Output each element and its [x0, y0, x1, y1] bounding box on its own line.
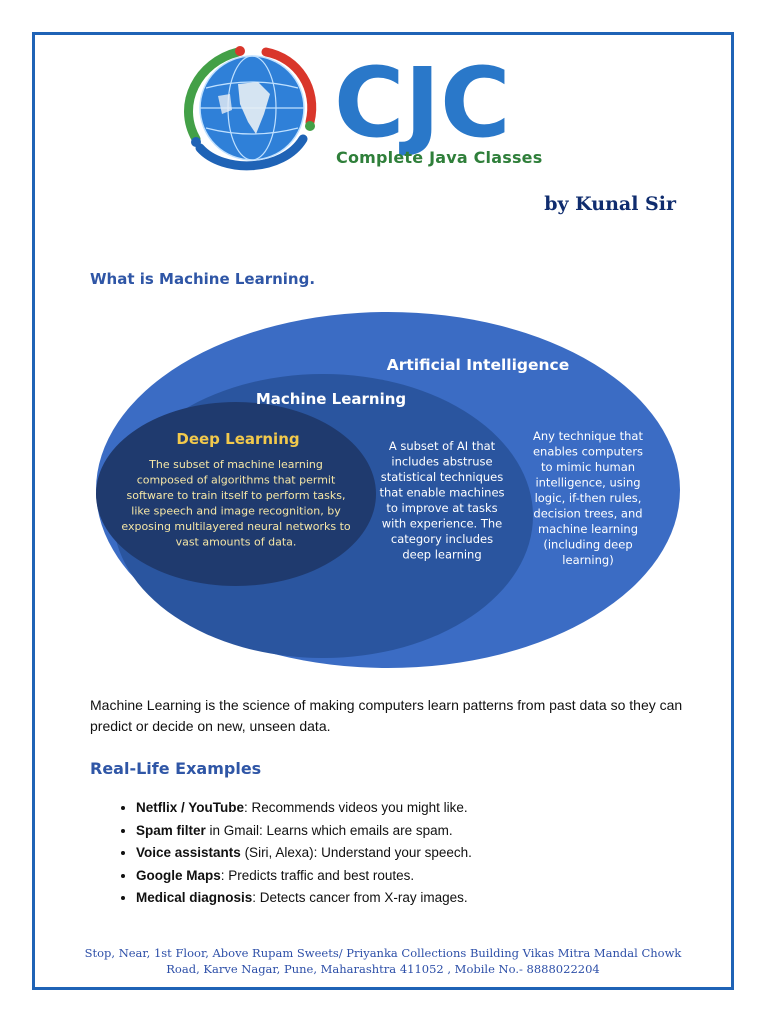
- dl-line: exposing multilayered neural networks to: [121, 520, 350, 533]
- dl-line: composed of algorithms that permit: [137, 474, 336, 487]
- footer-line-1: Stop, Near, 1st Floor, Above Rupam Sweet…: [84, 946, 682, 960]
- list-item: Voice assistants (Siri, Alexa): Understa…: [136, 842, 696, 865]
- ai-ml-dl-diagram: Artificial Intelligence Machine Learning…: [96, 312, 680, 668]
- ml-title: Machine Learning: [256, 390, 406, 408]
- ml-line: A subset of AI that: [389, 439, 496, 453]
- brand-wordmark: CJC: [334, 47, 511, 159]
- ai-line: to mimic human: [541, 460, 635, 474]
- list-item: Google Maps: Predicts traffic and best r…: [136, 865, 696, 888]
- ml-line: category includes: [391, 532, 493, 546]
- ml-definition: Machine Learning is the science of makin…: [90, 697, 683, 734]
- ai-line: intelligence, using: [535, 476, 640, 490]
- ai-line: decision trees, and: [533, 507, 642, 521]
- example-name: Google Maps: [136, 867, 221, 883]
- section-heading-what-is-ml: What is Machine Learning.: [90, 270, 316, 288]
- author-byline: by Kunal Sir: [544, 193, 676, 215]
- ai-line: enables computers: [533, 445, 643, 459]
- cjc-logo: CJC: [184, 46, 511, 171]
- ai-line: Any technique that: [533, 429, 643, 443]
- example-text: : Recommends videos you might like.: [244, 800, 468, 815]
- example-text: : Predicts traffic and best routes.: [220, 867, 415, 883]
- page-border: [32, 32, 734, 990]
- dl-description: The subset of machine learning composed o…: [121, 458, 350, 549]
- dl-line: like speech and image recognition, by: [131, 505, 341, 518]
- ai-line: learning): [562, 553, 613, 567]
- dl-line: vast amounts of data.: [176, 536, 297, 549]
- ml-line: includes abstruse: [391, 455, 492, 469]
- ml-line: to improve at tasks: [386, 501, 497, 515]
- ai-line: logic, if-then rules,: [535, 491, 642, 505]
- example-text: in Gmail: Learns which emails are spam.: [205, 822, 453, 838]
- examples-list: Netflix / YouTube: Recommends videos you…: [112, 797, 696, 910]
- example-name: Medical diagnosis: [136, 890, 253, 905]
- ml-line: statistical techniques: [381, 470, 504, 484]
- ml-line: with experience. The: [382, 517, 503, 531]
- ml-line: deep learning: [402, 548, 481, 562]
- example-text: : Detects cancer from X-ray images.: [252, 890, 468, 905]
- logo-tagline: Complete Java Classes: [336, 148, 543, 167]
- list-item: Medical diagnosis: Detects cancer from X…: [136, 887, 696, 910]
- ai-line: machine learning: [538, 522, 638, 536]
- ml-line: that enable machines: [379, 486, 504, 500]
- ai-title: Artificial Intelligence: [387, 356, 570, 374]
- example-name: Spam filter: [136, 822, 206, 838]
- dl-line: software to train itself to perform task…: [126, 489, 345, 502]
- ai-line: (including deep: [543, 538, 632, 552]
- dl-line: The subset of machine learning: [148, 458, 323, 471]
- dl-title: Deep Learning: [176, 430, 299, 448]
- footer-address: Stop, Near, 1st Floor, Above Rupam Sweet…: [60, 945, 706, 977]
- example-name: Netflix / YouTube: [136, 800, 245, 815]
- example-name: Voice assistants: [136, 845, 241, 860]
- footer-line-2: Road, Karve Nagar, Pune, Maharashtra 411…: [166, 962, 600, 976]
- globe-icon: [184, 46, 317, 171]
- list-item: Netflix / YouTube: Recommends videos you…: [136, 797, 696, 820]
- dl-ellipse: [96, 402, 376, 586]
- section-heading-real-life-examples: Real-Life Examples: [90, 759, 262, 778]
- ml-description: A subset of AI that includes abstrusestat…: [379, 439, 504, 562]
- list-item: Spam filter in Gmail: Learns which email…: [136, 820, 696, 843]
- example-text: (Siri, Alexa): Understand your speech.: [240, 845, 472, 860]
